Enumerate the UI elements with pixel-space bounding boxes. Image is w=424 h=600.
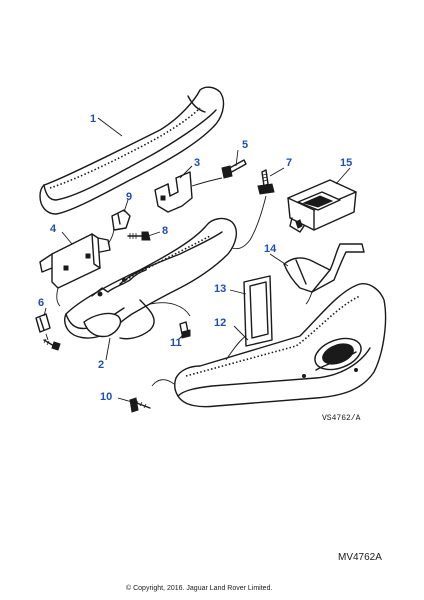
copyright-notice: © Copyright, 2016. Jaguar Land Rover Lim… bbox=[126, 585, 273, 592]
screw-small bbox=[43, 338, 61, 351]
callout-14: 14 bbox=[264, 243, 277, 255]
callout-9: 9 bbox=[126, 191, 132, 203]
lower-panel-part-12 bbox=[151, 283, 387, 408]
screw-part-5 bbox=[221, 159, 247, 179]
callout-12: 12 bbox=[214, 317, 226, 329]
screw-part-11 bbox=[179, 321, 191, 339]
screw-part-10 bbox=[129, 397, 151, 413]
clip-part-9 bbox=[111, 209, 131, 231]
screw-part-8 bbox=[127, 231, 151, 241]
callout-3: 3 bbox=[194, 157, 200, 169]
callout-13: 13 bbox=[214, 283, 226, 295]
callout-15: 15 bbox=[340, 157, 352, 169]
panel-part-13 bbox=[243, 275, 273, 347]
callout-11: 11 bbox=[170, 337, 182, 349]
stud-part-7 bbox=[231, 169, 275, 250]
callout-10: 10 bbox=[100, 391, 112, 403]
armrest-pad-part-1 bbox=[39, 86, 225, 215]
callout-5: 5 bbox=[242, 139, 248, 151]
mounting-plate-part-4 bbox=[39, 227, 115, 307]
switch-housing-part-15 bbox=[287, 179, 357, 233]
callout-labels: 1 2 3 4 5 6 7 8 9 10 11 12 13 14 15 bbox=[38, 113, 352, 403]
bracket-part-3 bbox=[154, 171, 223, 213]
callout-4: 4 bbox=[50, 223, 57, 235]
callout-leaders bbox=[43, 117, 351, 403]
callout-8: 8 bbox=[162, 225, 168, 237]
callout-1: 1 bbox=[90, 113, 96, 125]
bracket-part-14 bbox=[283, 243, 365, 305]
callout-6: 6 bbox=[38, 297, 44, 309]
figure-code: MV4762A bbox=[338, 552, 382, 563]
callout-7: 7 bbox=[286, 157, 292, 169]
callout-2: 2 bbox=[98, 359, 104, 371]
drawing-reference: VS4762/A bbox=[322, 414, 361, 423]
armrest-body-part-2 bbox=[63, 217, 238, 340]
clip-part-6 bbox=[35, 313, 51, 333]
